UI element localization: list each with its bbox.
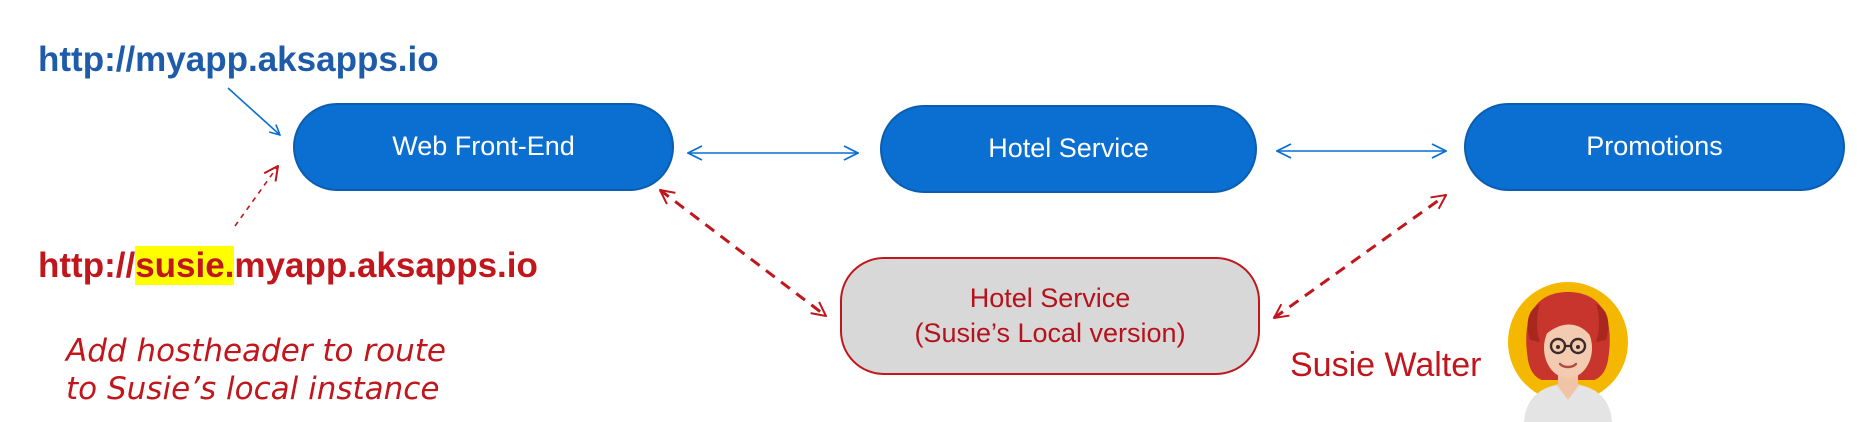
promotions-node: Promotions bbox=[1464, 103, 1845, 191]
local-hotel-service-subtitle: (Susie’s Local version) bbox=[914, 318, 1186, 348]
arrow-main-url-to-frontend bbox=[227, 87, 280, 135]
arrow-frontend-local bbox=[660, 190, 826, 316]
susie-url-label: http://susie.myapp.aksapps.io bbox=[38, 246, 538, 285]
hotel-service-label: Hotel Service bbox=[988, 133, 1149, 164]
susie-url-highlight: susie. bbox=[135, 246, 235, 285]
public-url-label: http://myapp.aksapps.io bbox=[38, 40, 439, 79]
arrow-local-promotions bbox=[1274, 195, 1446, 318]
routing-note-line-2: to Susie’s local instance bbox=[66, 371, 440, 407]
routing-note: Add hostheader to route to Susie’s local… bbox=[66, 332, 446, 408]
susie-url-prefix: http:// bbox=[38, 246, 136, 285]
hotel-service-node: Hotel Service bbox=[880, 105, 1257, 193]
arrow-susie-url-to-frontend bbox=[234, 166, 278, 227]
promotions-label: Promotions bbox=[1586, 131, 1723, 162]
local-hotel-service-node: Hotel Service (Susie’s Local version) bbox=[840, 257, 1260, 375]
developer-name: Susie Walter bbox=[1290, 346, 1482, 384]
woman-with-glasses-avatar-icon bbox=[1508, 282, 1628, 422]
web-frontend-node: Web Front-End bbox=[293, 103, 674, 191]
routing-note-line-1: Add hostheader to route bbox=[66, 333, 446, 369]
local-hotel-service-title: Hotel Service bbox=[969, 282, 1131, 313]
susie-url-suffix: myapp.aksapps.io bbox=[234, 246, 538, 285]
web-frontend-label: Web Front-End bbox=[392, 131, 575, 162]
